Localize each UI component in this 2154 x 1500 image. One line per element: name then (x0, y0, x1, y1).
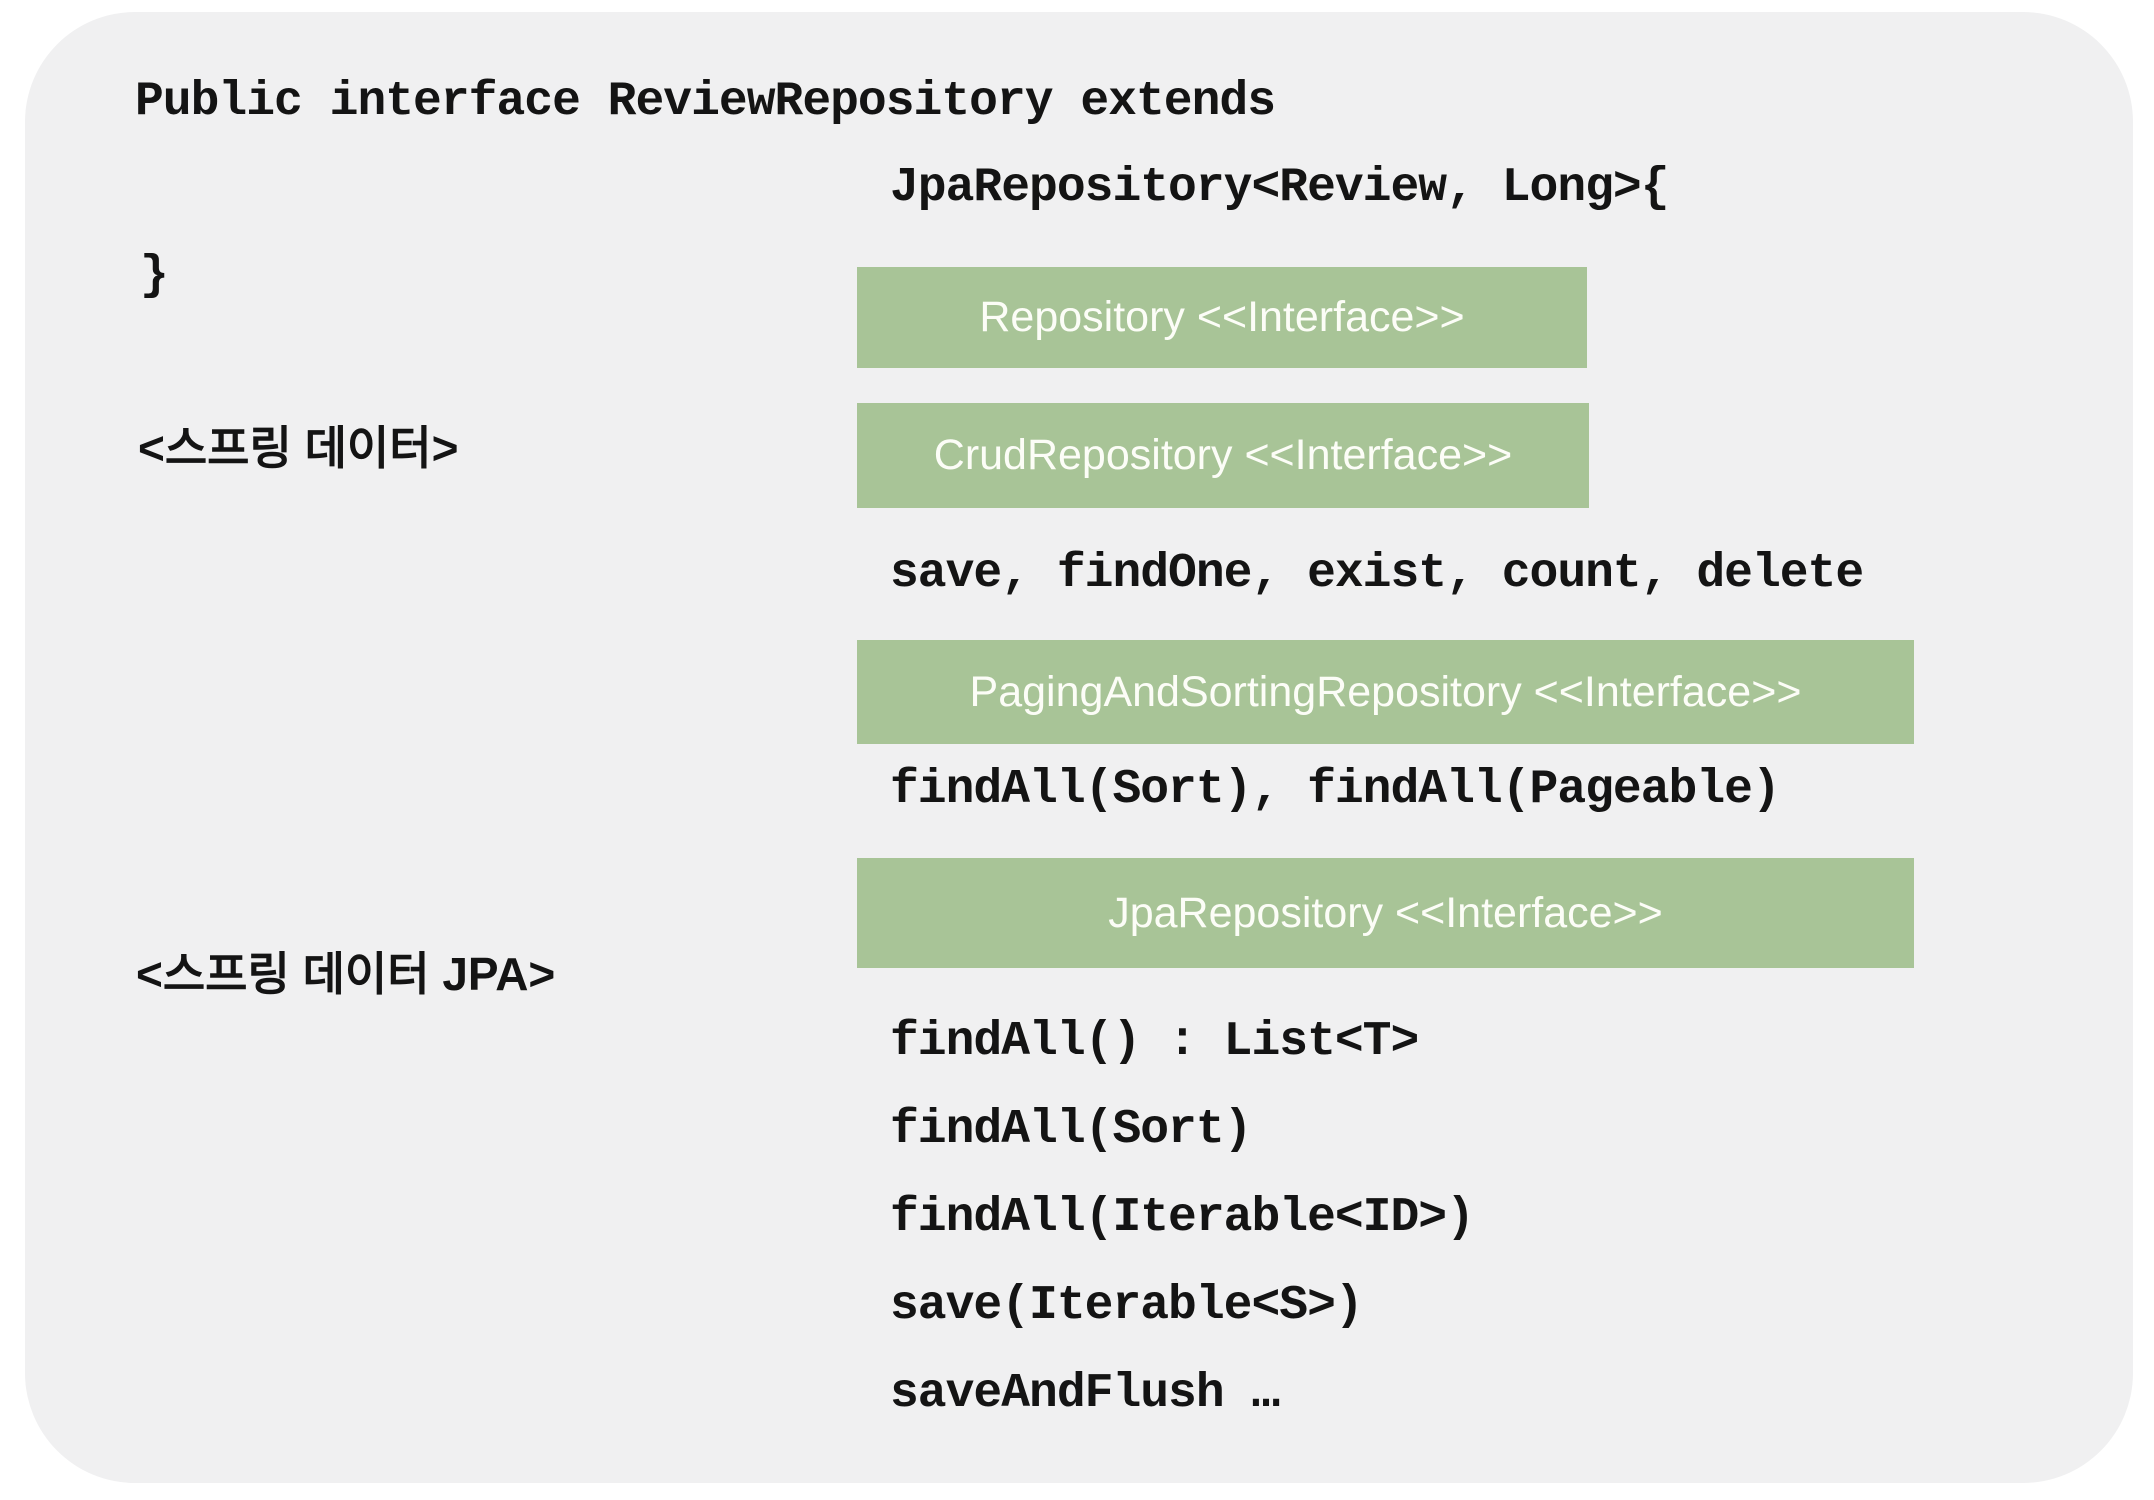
jpa-method-item: save(Iterable<S>) (890, 1279, 1364, 1333)
code-declaration-line-1: Public interface ReviewRepository extend… (135, 75, 1276, 129)
paging-and-sorting-repository-interface-box: PagingAndSortingRepository <<Interface>> (857, 640, 1914, 744)
jpa-method-item: findAll(Sort) (890, 1103, 1252, 1157)
jpa-repository-interface-title: JpaRepository <<Interface>> (1108, 888, 1663, 937)
repository-interface-box: Repository <<Interface>> (857, 267, 1587, 368)
repository-interface-title: Repository <<Interface>> (979, 293, 1465, 341)
crud-repository-interface-title: CrudRepository <<Interface>> (933, 431, 1513, 479)
spring-data-jpa-label: <스프링 데이터 JPA> (136, 948, 556, 1000)
jpa-repository-interface-box: JpaRepository <<Interface>> (857, 858, 1914, 968)
paging-and-sorting-repository-methods: findAll(Sort), findAll(Pageable) (890, 763, 1781, 817)
crud-repository-interface-box: CrudRepository <<Interface>> (857, 403, 1589, 508)
code-closing-brace: } (140, 249, 169, 303)
code-declaration-line-2: JpaRepository<Review, Long>{ (890, 161, 1670, 215)
jpa-method-item: saveAndFlush … (890, 1367, 1280, 1421)
jpa-repository-method-list: findAll() : List<T> findAll(Sort) findAl… (890, 998, 1475, 1438)
spring-data-label: <스프링 데이터> (138, 422, 459, 474)
crud-repository-methods: save, findOne, exist, count, delete (890, 547, 1864, 601)
slide-panel (25, 12, 2133, 1483)
jpa-method-item: findAll(Iterable<ID>) (890, 1191, 1475, 1245)
paging-and-sorting-repository-interface-title: PagingAndSortingRepository <<Interface>> (969, 667, 1802, 716)
jpa-method-item: findAll() : List<T> (890, 1015, 1419, 1069)
